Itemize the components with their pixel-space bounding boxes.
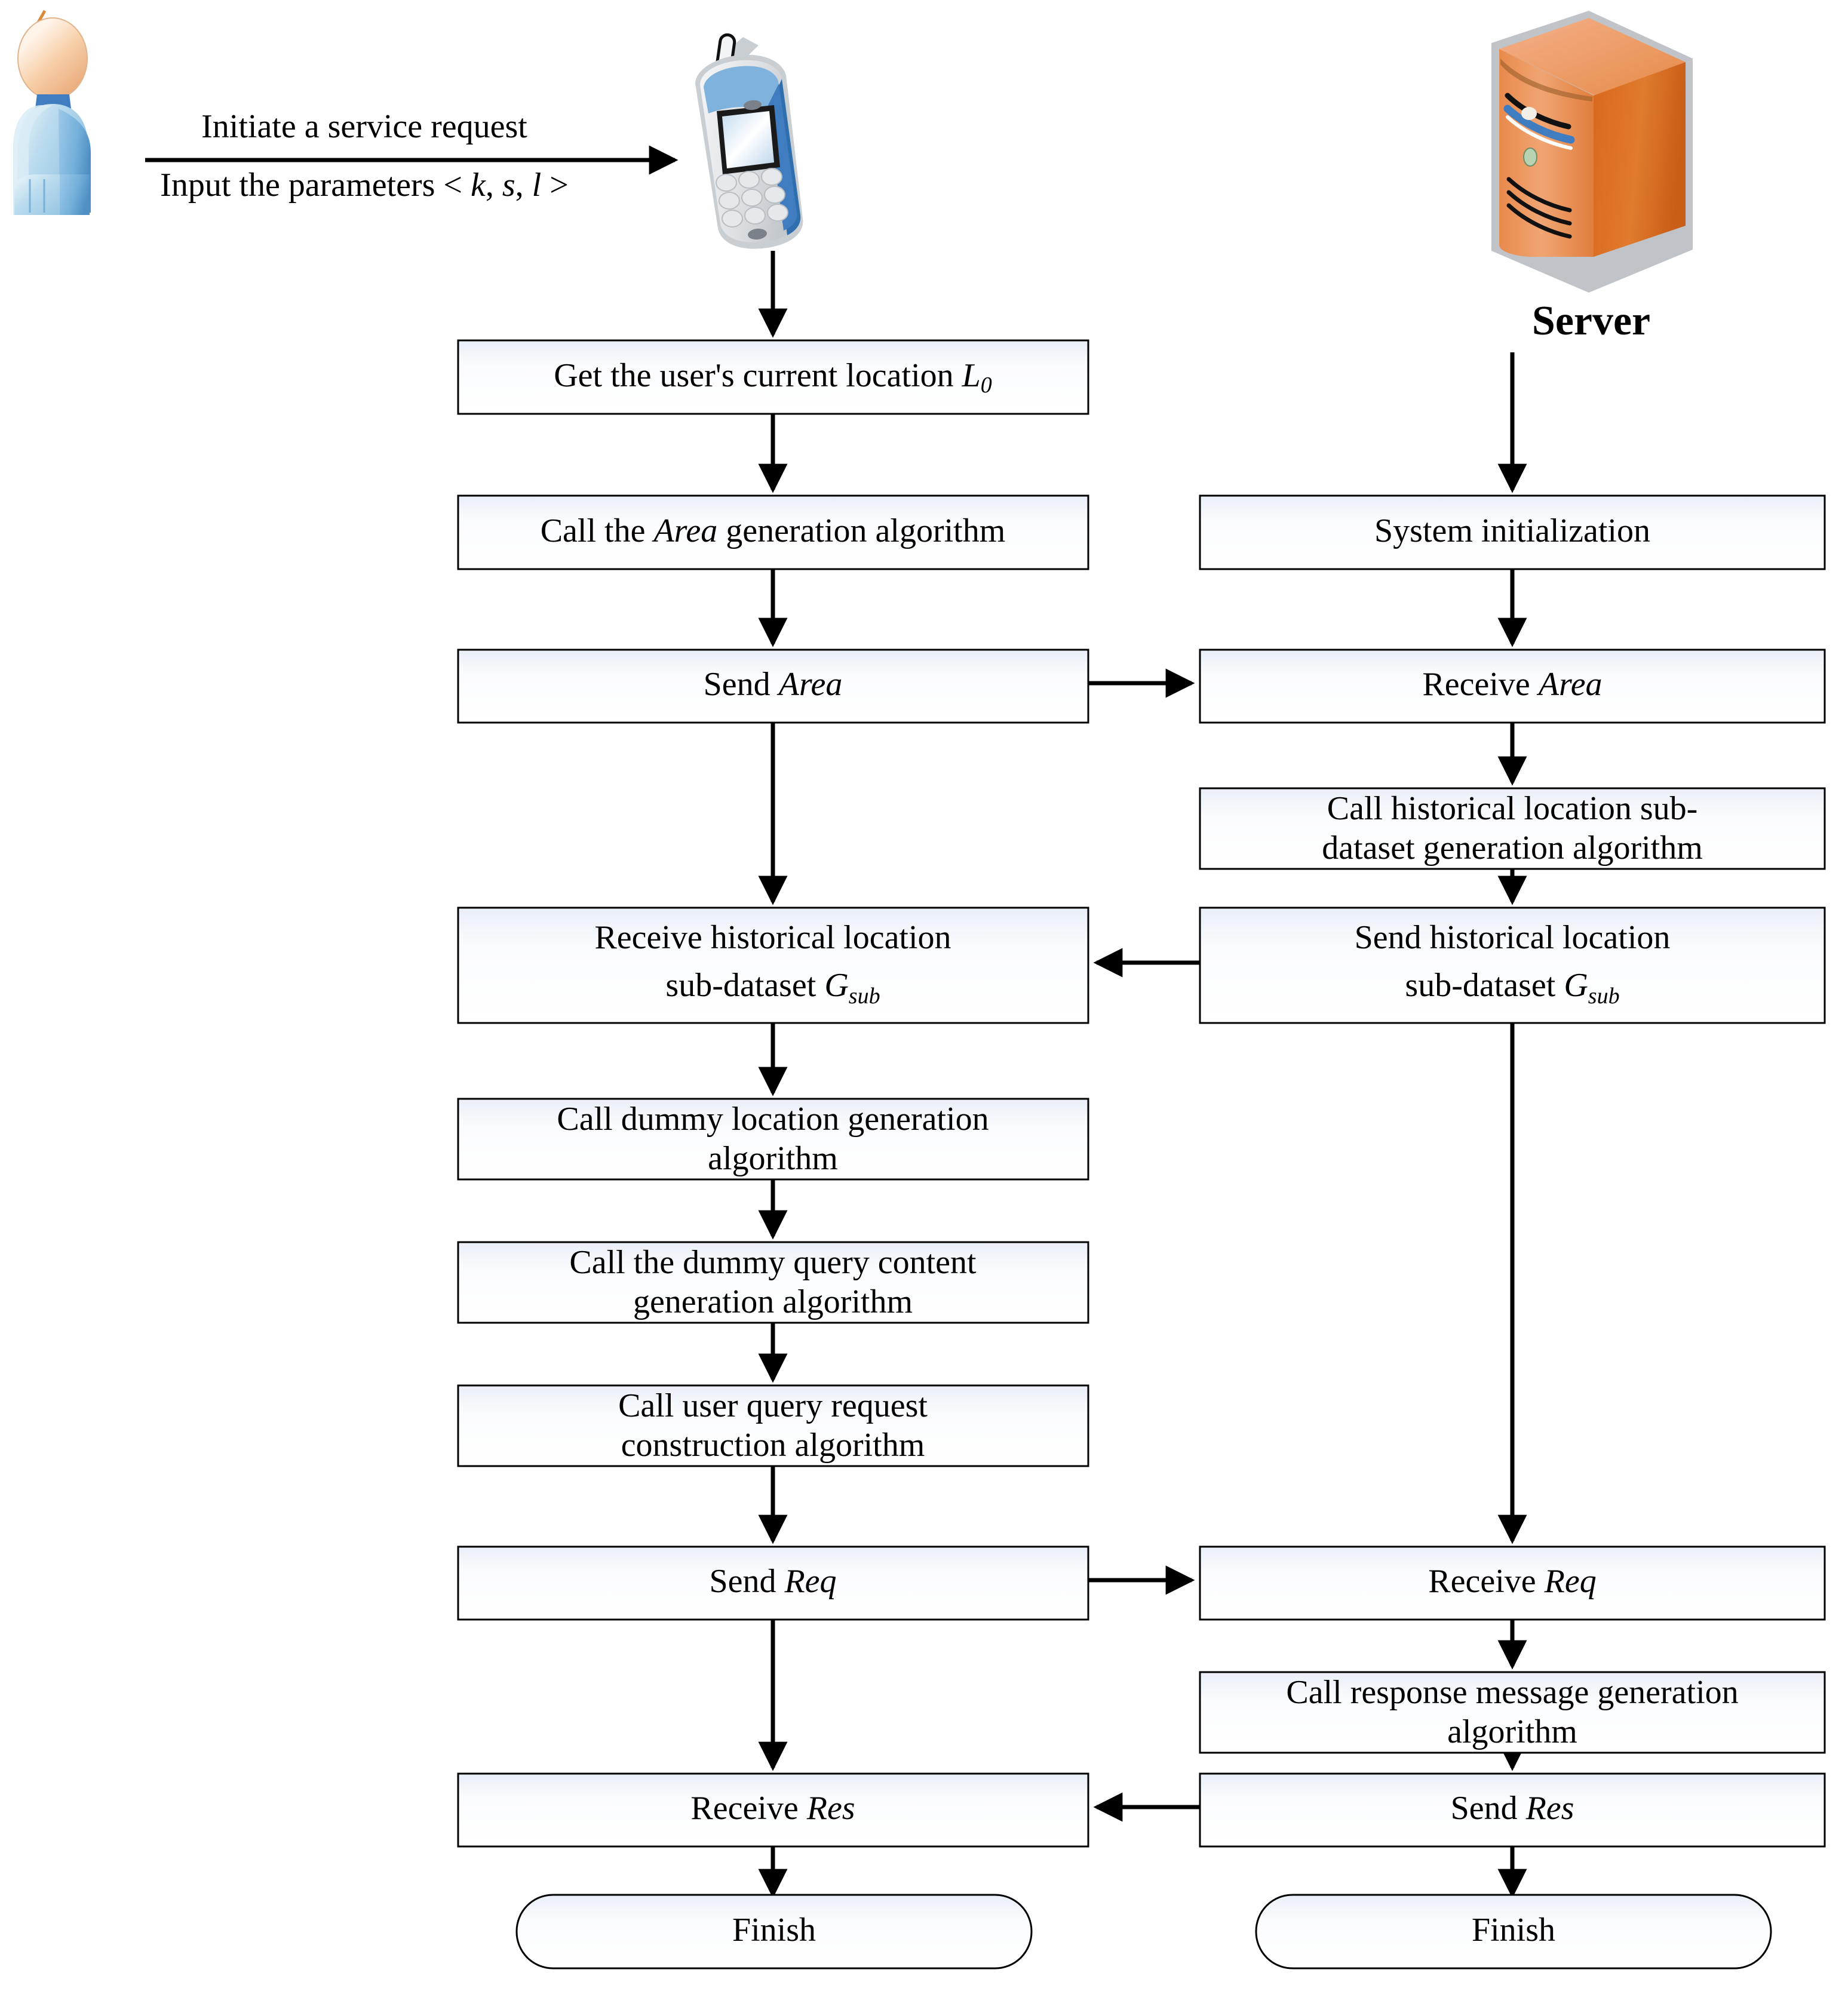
node-send-sub-dataset-line1: Send historical location [1355, 919, 1671, 956]
node-system-init-label: System initialization [1374, 512, 1650, 549]
svg-text:Receive Req: Receive Req [1428, 1563, 1596, 1600]
node-finish-server-label: Finish [1472, 1912, 1555, 1949]
svg-text:Send Req: Send Req [709, 1563, 836, 1600]
server-tower-icon [1491, 11, 1693, 293]
node-send-req[interactable]: Send Req [457, 1546, 1089, 1621]
svg-text:Get the user's current locatio: Get the user's current location L0 [554, 357, 992, 398]
node-call-user-query-line2: construction algorithm [621, 1427, 925, 1464]
svg-text:Send Res: Send Res [1451, 1790, 1574, 1827]
node-receive-res[interactable]: Receive Res [457, 1772, 1089, 1848]
node-call-response-line1: Call response message generation [1286, 1674, 1738, 1711]
node-receive-area[interactable]: Receive Area [1199, 649, 1826, 724]
node-finish-server[interactable]: Finish [1255, 1894, 1772, 1970]
svg-text:Receive Res: Receive Res [690, 1790, 855, 1827]
node-send-res[interactable]: Send Res [1199, 1772, 1826, 1848]
node-call-historical-line2: dataset generation algorithm [1322, 829, 1703, 867]
node-call-user-query-request[interactable]: Call user query request construction alg… [457, 1384, 1089, 1467]
node-call-dummy-query-line1: Call the dummy query content [569, 1244, 977, 1281]
node-call-response-message[interactable]: Call response message generation algorit… [1199, 1671, 1826, 1754]
request-label-line1: Initiate a service request [201, 108, 527, 145]
node-receive-sub-dataset-line1: Receive historical location [594, 919, 951, 956]
node-call-dummy-location[interactable]: Call dummy location generation algorithm [457, 1098, 1089, 1181]
node-call-historical-sub-dataset[interactable]: Call historical location sub- dataset ge… [1199, 787, 1826, 870]
svg-text:sub-dataset Gsub: sub-dataset Gsub [1405, 967, 1619, 1009]
node-receive-sub-dataset[interactable]: Receive historical location sub-dataset … [457, 907, 1089, 1024]
node-call-historical-line1: Call historical location sub- [1327, 790, 1698, 827]
node-receive-req[interactable]: Receive Req [1199, 1546, 1826, 1621]
svg-text:Receive Area: Receive Area [1422, 666, 1602, 703]
node-finish-client-label: Finish [732, 1912, 816, 1949]
svg-text:sub-dataset Gsub: sub-dataset Gsub [665, 967, 880, 1009]
node-send-area[interactable]: Send Area [457, 649, 1089, 724]
request-label-line2: Input the parameters < k, s, l > [160, 167, 569, 204]
node-call-response-line2: algorithm [1447, 1713, 1577, 1750]
user-person-icon [13, 10, 91, 215]
node-finish-client[interactable]: Finish [515, 1894, 1033, 1970]
node-call-dummy-location-line2: algorithm [708, 1140, 838, 1177]
node-call-user-query-line1: Call user query request [618, 1387, 928, 1424]
node-call-area-generation[interactable]: Call the Area generation algorithm [457, 494, 1089, 570]
node-send-sub-dataset[interactable]: Send historical location sub-dataset Gsu… [1199, 907, 1826, 1024]
server-label: Server [1532, 298, 1650, 344]
svg-text:Send Area: Send Area [704, 666, 843, 703]
mobile-phone-icon [695, 33, 803, 249]
node-get-location[interactable]: Get the user's current location L0 [457, 339, 1089, 415]
svg-text:Call the Area generation algor: Call the Area generation algorithm [541, 512, 1006, 549]
node-call-dummy-query-content[interactable]: Call the dummy query content generation … [457, 1241, 1089, 1324]
node-system-initialization[interactable]: System initialization [1199, 494, 1826, 570]
node-call-dummy-query-line2: generation algorithm [633, 1283, 913, 1320]
node-call-dummy-location-line1: Call dummy location generation [557, 1101, 989, 1138]
